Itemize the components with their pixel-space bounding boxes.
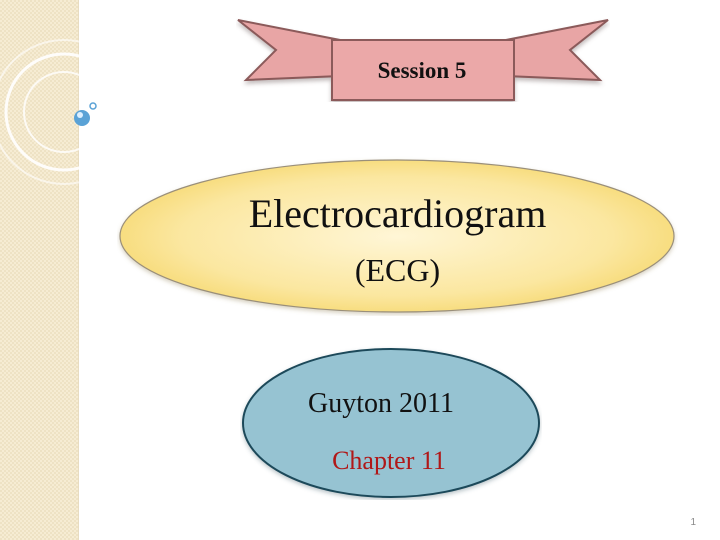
title-oval [119, 159, 675, 313]
session-label: Session 5 [377, 58, 467, 83]
blue-bubble-icon [74, 102, 97, 126]
reference-book: Guyton 2011 [308, 388, 454, 419]
decorative-side-strip [0, 0, 79, 540]
reference-chapter: Chapter 11 [332, 446, 446, 475]
slide-title: Electrocardiogram [248, 191, 547, 236]
concentric-circles-icon [0, 39, 120, 185]
page-number: 1 [690, 517, 696, 528]
slide-subtitle: (ECG) [354, 252, 441, 288]
reference-oval [242, 348, 540, 498]
session-ribbon [237, 19, 609, 101]
